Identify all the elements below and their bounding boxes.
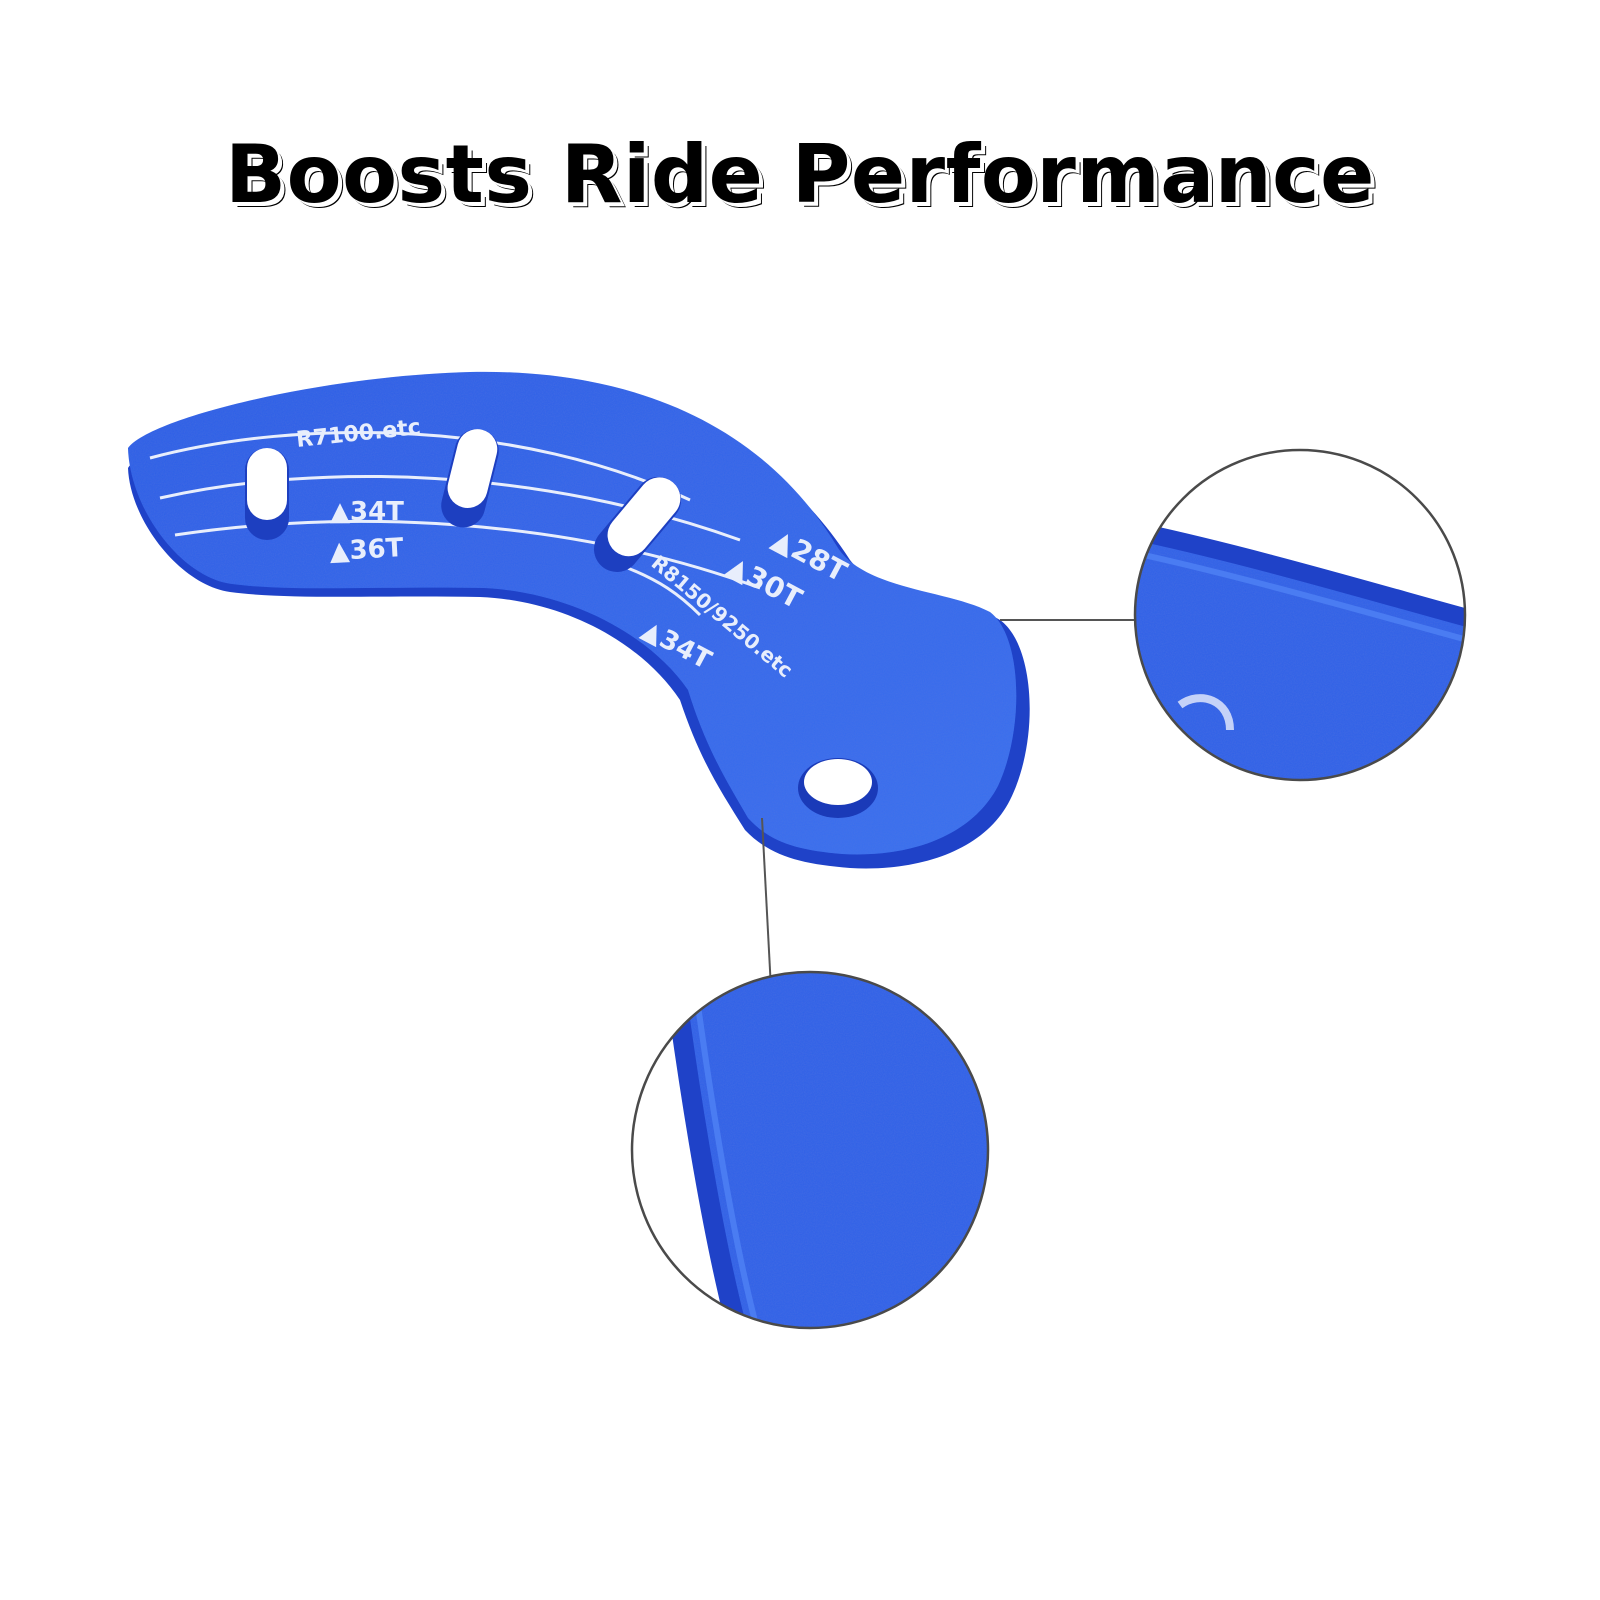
marking-model-a-36t: ▲36T — [329, 533, 405, 567]
marking-model-a-34t: ▲34T — [330, 497, 404, 527]
slot-right — [593, 476, 682, 572]
magnified-edge-icon — [1133, 448, 1467, 782]
magnified-surface-icon — [630, 970, 990, 1330]
slot-left — [245, 448, 289, 540]
slot-middle — [441, 429, 499, 528]
headline: Boosts Ride Performance — [225, 128, 1375, 221]
blue-hanger-plate-icon: R7100.etc ▲34T ▲36T ▲28T ▲30T R8150/9250… — [128, 371, 1030, 869]
